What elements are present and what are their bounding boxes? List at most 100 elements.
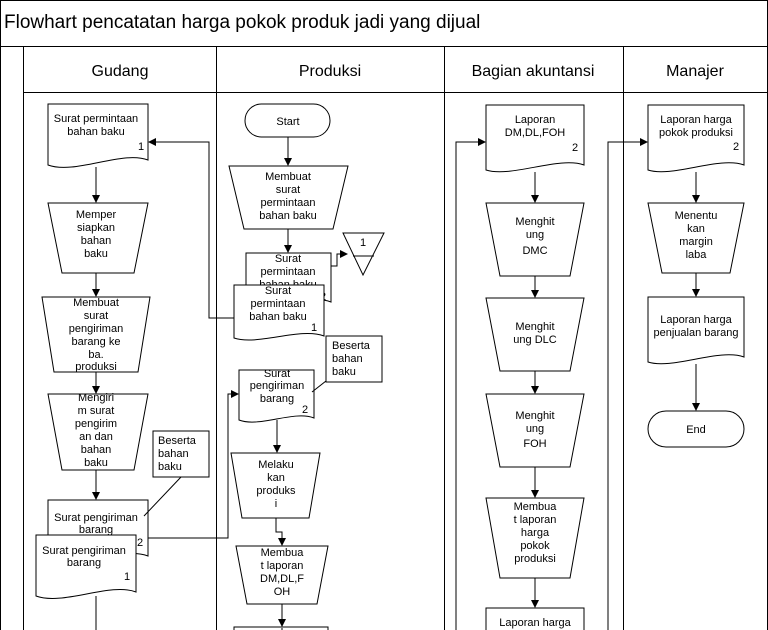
svg-text:End: End bbox=[686, 424, 706, 436]
produksi-op-laporan: Membua t laporan DM,DL,F OH bbox=[235, 545, 329, 605]
svg-text:1: 1 bbox=[124, 571, 130, 583]
akuntansi-op-dmc: Menghit ung DMC bbox=[485, 202, 585, 277]
svg-text:bahan: bahan bbox=[81, 235, 112, 247]
svg-text:pokok: pokok bbox=[520, 540, 550, 552]
svg-text:Surat permintaan: Surat permintaan bbox=[54, 113, 138, 125]
gudang-op-buat-surat: Membuat surat pengiriman barang ke ba. p… bbox=[41, 296, 151, 373]
svg-text:Surat pengiriman: Surat pengiriman bbox=[42, 545, 126, 557]
manajer-end: End bbox=[647, 410, 745, 448]
akuntansi-op-dlc: Menghit ung DLC bbox=[485, 297, 585, 372]
akuntansi-op-foh: Menghit ung FOH bbox=[485, 393, 585, 468]
svg-text:produksi: produksi bbox=[75, 361, 117, 373]
svg-text:laba: laba bbox=[686, 249, 708, 261]
produksi-op-produksi: Melaku kan produks i bbox=[230, 452, 321, 519]
svg-text:siapkan: siapkan bbox=[77, 222, 115, 234]
manajer-doc-penjualan: Laporan harga penjualan barang bbox=[647, 296, 745, 365]
svg-text:i: i bbox=[275, 498, 277, 510]
gudang-op-siapkan: Memper siapkan bahan baku bbox=[47, 202, 149, 274]
gudang-op-kirim: Mengiri m surat pengirim an dan bahan ba… bbox=[47, 392, 149, 471]
svg-text:Laporan: Laporan bbox=[515, 114, 555, 126]
produksi-doc-pengiriman: Surat pengiriman barang 2 bbox=[238, 368, 315, 423]
svg-text:Surat: Surat bbox=[275, 253, 301, 265]
produksi-start: Start bbox=[244, 103, 331, 138]
svg-text:produksi: produksi bbox=[514, 553, 556, 565]
svg-text:OH: OH bbox=[274, 586, 291, 598]
svg-text:an dan: an dan bbox=[79, 431, 113, 443]
produksi-next-shape bbox=[233, 626, 329, 630]
svg-text:produks: produks bbox=[256, 485, 296, 497]
svg-text:2: 2 bbox=[302, 404, 308, 416]
svg-text:FOH: FOH bbox=[523, 438, 546, 450]
svg-text:barang ke: barang ke bbox=[72, 336, 121, 348]
akuntansi-doc-laporan-harga: Laporan harga bbox=[485, 607, 585, 630]
manajer-doc-hpp: Laporan harga pokok produksi 2 bbox=[647, 104, 745, 173]
svg-text:permintaan: permintaan bbox=[260, 266, 315, 278]
svg-text:Menghit: Menghit bbox=[515, 410, 554, 422]
svg-text:Membua: Membua bbox=[514, 501, 558, 513]
lane-manajer: Manajer bbox=[666, 63, 724, 80]
svg-text:Surat pengiriman: Surat pengiriman bbox=[54, 512, 138, 524]
svg-text:margin: margin bbox=[679, 236, 713, 248]
svg-text:baku: baku bbox=[158, 461, 182, 473]
svg-text:bahan baku: bahan baku bbox=[249, 311, 307, 323]
svg-text:pokok produksi: pokok produksi bbox=[659, 127, 733, 139]
svg-text:Membuat: Membuat bbox=[265, 171, 311, 183]
svg-text:pengiriman: pengiriman bbox=[250, 380, 304, 392]
gudang-note-beserta: Beserta bahan baku bbox=[152, 430, 210, 478]
svg-text:harga: harga bbox=[521, 527, 550, 539]
svg-text:Memper: Memper bbox=[76, 209, 117, 221]
lane-gudang: Gudang bbox=[92, 63, 149, 80]
svg-text:Beserta: Beserta bbox=[158, 435, 197, 447]
svg-text:t laporan: t laporan bbox=[514, 514, 557, 526]
svg-text:bahan baku: bahan baku bbox=[67, 126, 125, 138]
svg-text:surat: surat bbox=[84, 310, 108, 322]
svg-text:baku: baku bbox=[84, 248, 108, 260]
svg-text:barang: barang bbox=[67, 557, 101, 569]
svg-text:1: 1 bbox=[138, 141, 144, 153]
manajer-op-margin: Menentu kan margin laba bbox=[647, 202, 745, 274]
svg-text:Membuat: Membuat bbox=[73, 297, 119, 309]
svg-text:Laporan harga: Laporan harga bbox=[660, 114, 732, 126]
svg-text:bahan: bahan bbox=[81, 444, 112, 456]
svg-text:2: 2 bbox=[137, 537, 143, 549]
svg-text:Beserta: Beserta bbox=[332, 340, 371, 352]
svg-text:t laporan: t laporan bbox=[261, 560, 304, 572]
svg-text:ba.: ba. bbox=[88, 349, 103, 361]
produksi-note-beserta: Beserta bahan baku bbox=[325, 335, 383, 383]
svg-text:m surat: m surat bbox=[78, 405, 115, 417]
svg-text:2: 2 bbox=[733, 141, 739, 153]
svg-text:Mengiri: Mengiri bbox=[78, 392, 114, 404]
produksi-file-triangle: 1 bbox=[342, 232, 385, 277]
svg-text:2: 2 bbox=[572, 142, 578, 154]
diagram-title: Flowhart pencatatan harga pokok produk j… bbox=[4, 12, 480, 33]
svg-text:ung: ung bbox=[526, 229, 544, 241]
svg-text:DM,DL,F: DM,DL,F bbox=[260, 573, 304, 585]
svg-text:Start: Start bbox=[276, 116, 299, 128]
svg-text:kan: kan bbox=[687, 223, 705, 235]
svg-text:DMC: DMC bbox=[522, 245, 547, 257]
svg-text:bahan: bahan bbox=[332, 353, 363, 365]
svg-text:Menentu: Menentu bbox=[675, 210, 718, 222]
svg-text:permintaan: permintaan bbox=[260, 197, 315, 209]
svg-text:penjualan barang: penjualan barang bbox=[653, 327, 738, 339]
svg-text:baku: baku bbox=[332, 366, 356, 378]
produksi-doc-permintaan-front: Surat permintaan bahan baku 1 bbox=[233, 284, 325, 341]
svg-text:ung DLC: ung DLC bbox=[513, 334, 556, 346]
svg-text:kan: kan bbox=[267, 472, 285, 484]
svg-text:barang: barang bbox=[260, 393, 294, 405]
svg-text:ung: ung bbox=[526, 423, 544, 435]
svg-text:DM,DL,FOH: DM,DL,FOH bbox=[505, 127, 566, 139]
svg-text:baku: baku bbox=[84, 457, 108, 469]
svg-text:pengiriman: pengiriman bbox=[69, 323, 123, 335]
svg-text:Laporan harga: Laporan harga bbox=[499, 617, 571, 629]
akuntansi-doc-laporan: Laporan DM,DL,FOH 2 bbox=[485, 104, 585, 173]
svg-text:Membua: Membua bbox=[261, 547, 305, 559]
svg-text:Menghit: Menghit bbox=[515, 321, 554, 333]
svg-text:Surat: Surat bbox=[265, 285, 291, 297]
akuntansi-op-laporan-hpp: Membua t laporan harga pokok produksi bbox=[485, 497, 585, 579]
svg-text:Laporan harga: Laporan harga bbox=[660, 314, 732, 326]
svg-text:Surat: Surat bbox=[264, 368, 290, 380]
svg-text:barang: barang bbox=[79, 524, 113, 536]
svg-text:Menghit: Menghit bbox=[515, 216, 554, 228]
